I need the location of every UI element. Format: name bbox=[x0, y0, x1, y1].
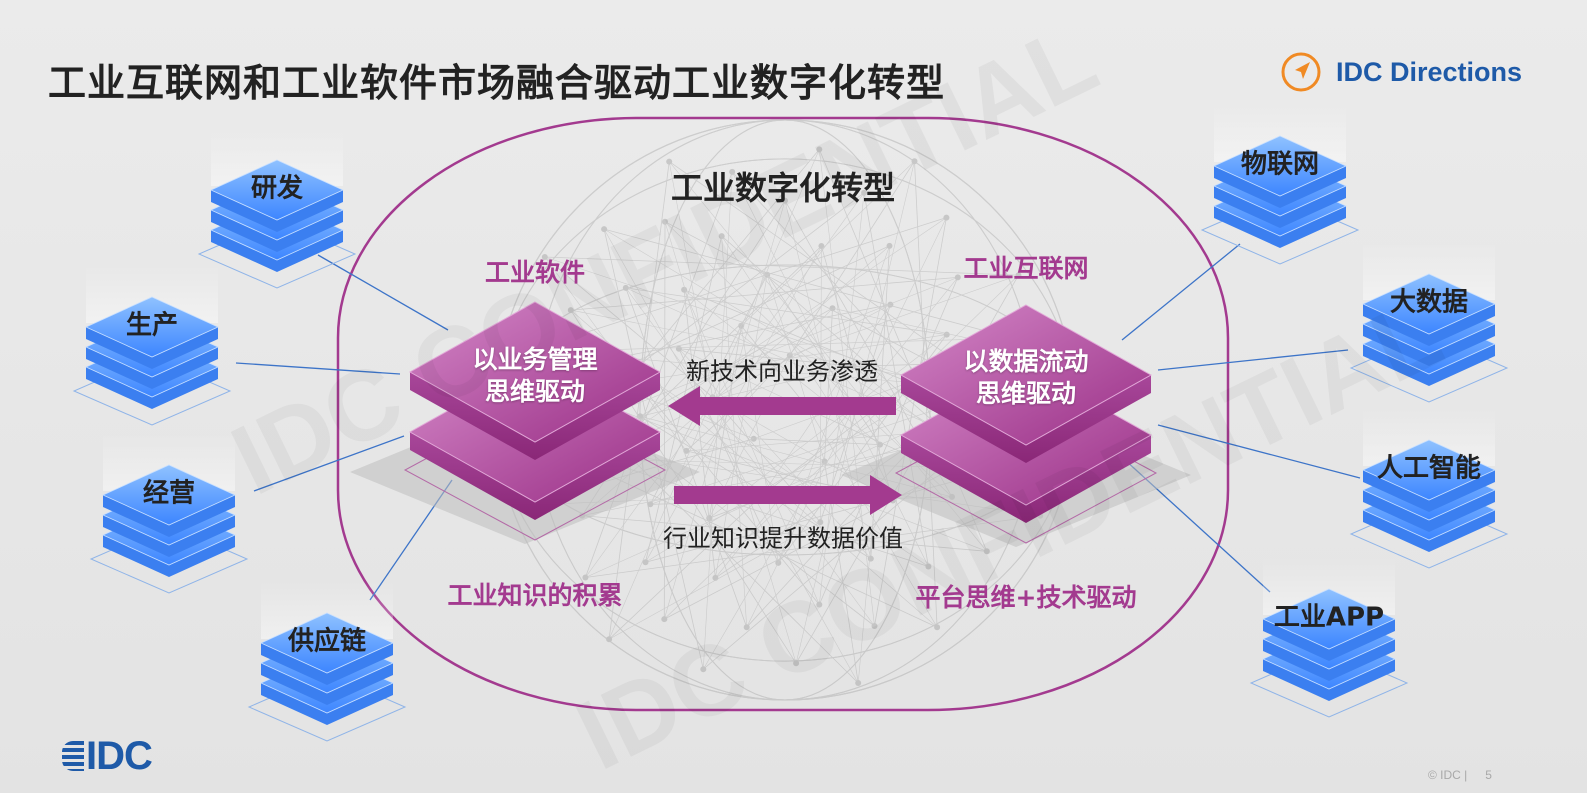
node-industrial-app: 工业APP bbox=[1273, 602, 1385, 633]
blue-stack-3 bbox=[89, 433, 249, 594]
left-bottom-label: 工业知识的积累 bbox=[447, 581, 623, 610]
blue-stack-7 bbox=[1349, 408, 1509, 569]
node-supply-chain: 供应链 bbox=[287, 626, 367, 657]
blue-stack-8 bbox=[1249, 557, 1409, 718]
purple-stack-2 bbox=[841, 304, 1191, 547]
left-layer-text: 以业务管理 思维驱动 bbox=[472, 344, 597, 408]
node-production: 生产 bbox=[125, 310, 179, 341]
blue-stack-4 bbox=[247, 581, 407, 742]
page-number: 5 bbox=[1485, 768, 1492, 782]
right-layer-line2: 思维驱动 bbox=[975, 379, 1077, 408]
footer: © IDC | 5 bbox=[1428, 768, 1492, 782]
blue-stack-6 bbox=[1349, 242, 1509, 403]
compass-icon bbox=[1281, 52, 1321, 92]
industrial-internet-label: 工业互联网 bbox=[963, 254, 1089, 283]
purple-layer-stacks bbox=[350, 301, 1191, 547]
right-layer-line1: 以数据流动 bbox=[963, 347, 1089, 376]
directions-label: IDC Directions bbox=[1336, 56, 1523, 87]
purple-stack-1 bbox=[350, 301, 700, 544]
idc-logo: IDC bbox=[62, 734, 153, 779]
right-layer-text: 以数据流动 思维驱动 bbox=[963, 346, 1088, 410]
idc-logo-text: IDC bbox=[86, 734, 153, 778]
right-bottom-label: 平台思维+技术驱动 bbox=[915, 583, 1137, 612]
page-title: 工业互联网和工业软件市场融合驱动工业数字化转型 bbox=[48, 61, 946, 105]
blue-stack-2 bbox=[72, 265, 232, 426]
arrow-bottom-text: 行业知识提升数据价值 bbox=[663, 524, 903, 553]
idc-logo-lines-icon bbox=[62, 741, 84, 771]
arrow-left bbox=[668, 386, 896, 426]
transformation-oval bbox=[336, 116, 1230, 712]
blue-node-stacks bbox=[72, 104, 1509, 742]
node-operation: 经营 bbox=[142, 478, 196, 509]
arrow-right bbox=[674, 475, 902, 515]
blue-stack-1 bbox=[197, 128, 357, 289]
idc-directions-logo: IDC Directions bbox=[1280, 50, 1522, 94]
center-title: 工业数字化转型 bbox=[670, 169, 896, 207]
node-iot: 物联网 bbox=[1240, 149, 1320, 180]
arrow-top-text: 新技术向业务渗透 bbox=[686, 357, 878, 386]
copyright-text: © IDC | bbox=[1428, 768, 1468, 782]
left-layer-line2: 思维驱动 bbox=[484, 377, 586, 406]
node-ai: 人工智能 bbox=[1376, 453, 1482, 484]
node-rnd: 研发 bbox=[250, 173, 304, 204]
node-big-data: 大数据 bbox=[1389, 287, 1469, 318]
left-layer-line1: 以业务管理 bbox=[472, 345, 598, 374]
blue-stack-5 bbox=[1200, 104, 1360, 265]
industrial-software-label: 工业软件 bbox=[484, 258, 586, 287]
